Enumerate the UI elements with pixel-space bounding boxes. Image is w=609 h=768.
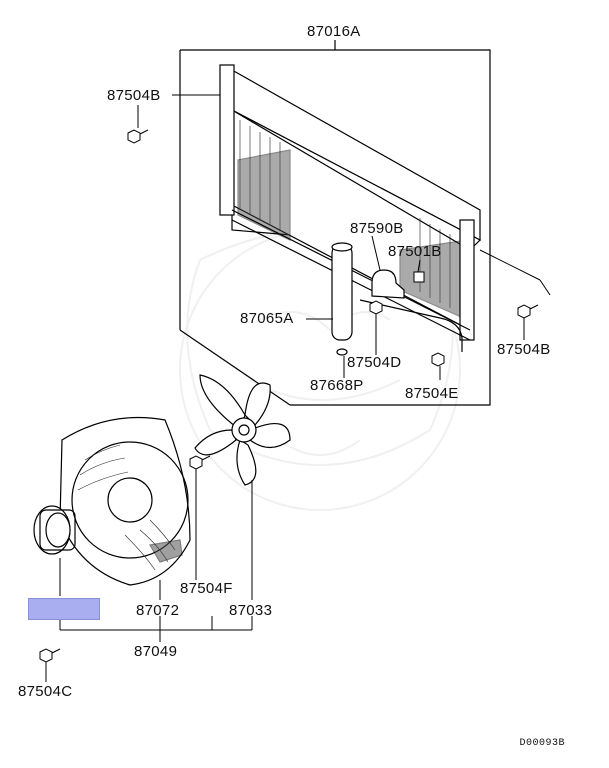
condenser-group-frame <box>179 40 491 406</box>
label-clip[interactable]: 87501B <box>388 243 442 260</box>
diagram-code: D00093B <box>519 738 565 749</box>
label-bolt-e[interactable]: 87504E <box>405 385 459 402</box>
label-bolt-d[interactable]: 87504D <box>347 354 402 371</box>
clip[interactable] <box>413 271 425 283</box>
bolt-top-left[interactable] <box>127 129 149 144</box>
label-bolt-right[interactable]: 87504B <box>497 341 551 358</box>
label-bolt-top-left[interactable]: 87504B <box>107 87 161 104</box>
label-bolt-c[interactable]: 87504C <box>18 683 73 700</box>
leader-lines <box>45 94 551 682</box>
fan-blade[interactable] <box>194 374 291 486</box>
highlight-box[interactable] <box>28 598 100 620</box>
bolt-f[interactable] <box>189 455 211 470</box>
bolt-d[interactable] <box>369 300 383 315</box>
bracket[interactable] <box>371 269 405 299</box>
label-bolt-f[interactable]: 87504F <box>180 580 233 597</box>
label-receiver-drier[interactable]: 87065A <box>240 310 294 327</box>
condenser-core[interactable] <box>219 64 482 352</box>
bolt-e[interactable] <box>431 352 445 367</box>
receiver-drier[interactable] <box>331 242 353 356</box>
fan-shroud[interactable] <box>59 416 191 586</box>
label-fan-assembly[interactable]: 87049 <box>134 643 178 660</box>
label-fan-blade[interactable]: 87033 <box>229 602 273 619</box>
label-condenser[interactable]: 87016A <box>307 23 361 40</box>
bolt-c[interactable] <box>39 648 61 663</box>
bolt-right[interactable] <box>517 304 539 319</box>
label-bracket[interactable]: 87590B <box>350 220 404 237</box>
label-oring[interactable]: 87668P <box>310 377 364 394</box>
label-shroud[interactable]: 87072 <box>136 602 180 619</box>
fan-motor[interactable] <box>33 505 76 555</box>
